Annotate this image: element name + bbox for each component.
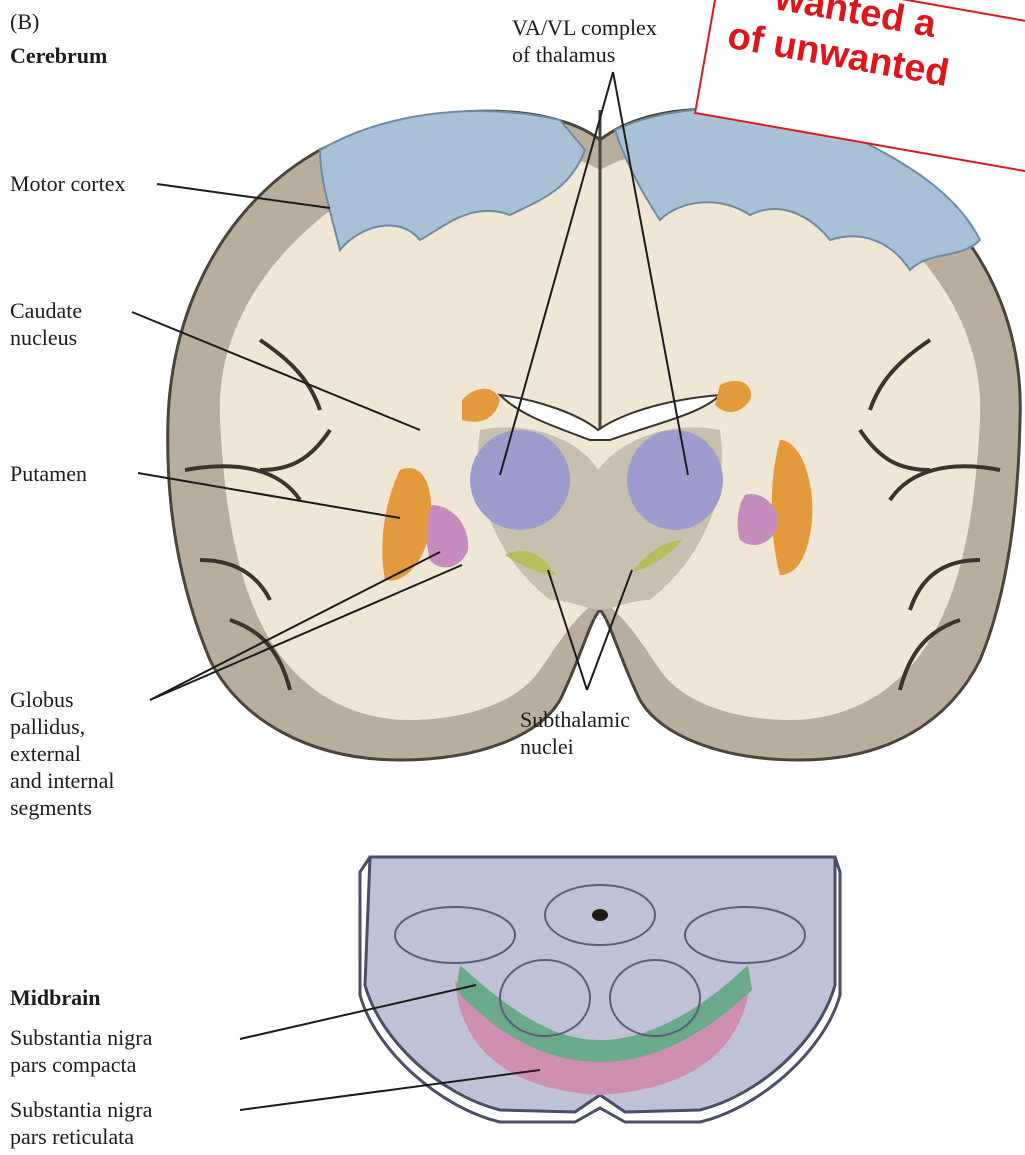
va-vl-label: VA/VL complex of thalamus bbox=[512, 14, 657, 68]
midbrain-heading: Midbrain bbox=[10, 984, 100, 1011]
sn-compacta-label: Substantia nigra pars compacta bbox=[10, 1024, 152, 1078]
panel-label: (B) bbox=[10, 8, 39, 35]
putamen-label: Putamen bbox=[10, 460, 87, 487]
globus-pallidus-label: Globus pallidus, external and internal s… bbox=[10, 686, 114, 821]
motor-cortex-label: Motor cortex bbox=[10, 170, 125, 197]
cerebrum-heading: Cerebrum bbox=[10, 42, 107, 69]
subthalamic-label: Subthalamic nuclei bbox=[520, 706, 630, 760]
caudate-label: Caudate nucleus bbox=[10, 297, 82, 351]
va-vl-right bbox=[627, 430, 723, 530]
sn-reticulata-label: Substantia nigra pars reticulata bbox=[10, 1096, 152, 1150]
va-vl-left bbox=[470, 430, 570, 530]
